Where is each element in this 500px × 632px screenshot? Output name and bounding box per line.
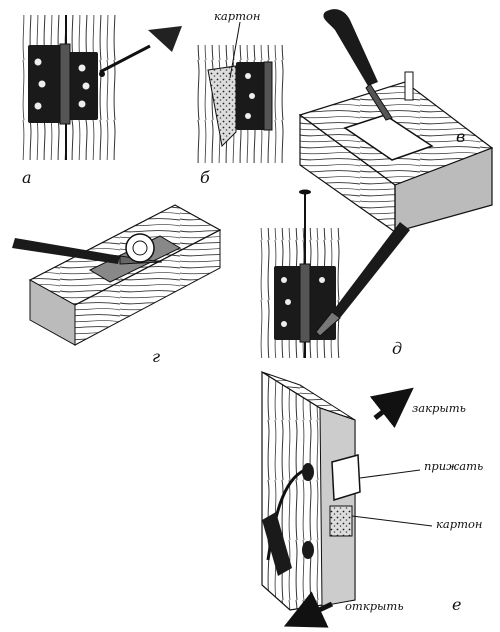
callout-leader-cardboard: [351, 515, 433, 527]
panel-e-hinge-plate: [331, 454, 361, 501]
panel-b-callout-cardboard: картон: [214, 9, 261, 23]
panel-v-letter: в: [456, 127, 465, 146]
panel-e-cardboard: [329, 505, 353, 537]
panel-e-callout-cardboard: картон: [436, 517, 483, 531]
panel-d: д: [258, 189, 410, 358]
nail-icon: [299, 189, 311, 264]
panel-e-callout-press: прижать: [424, 459, 483, 473]
panel-a-letter: а: [22, 168, 32, 187]
panel-g-letter: г: [152, 347, 160, 366]
close-arrow-icon: [369, 387, 414, 429]
panel-a-hinge: [28, 43, 98, 125]
panel-b-hinge: [236, 61, 273, 131]
panel-e-letter: е: [452, 595, 461, 614]
panel-e: закрыть прижать картон открыть е: [261, 370, 483, 628]
screwdriver-icon: [315, 222, 410, 337]
panel-e-callout-open: открыть: [345, 599, 404, 613]
panel-g: г: [12, 204, 222, 366]
panel-a: а: [18, 15, 182, 187]
panel-v-mortise: [343, 114, 434, 161]
panel-d-letter: д: [392, 339, 402, 358]
open-arrow-icon: [283, 591, 334, 628]
chisel-icon: [323, 9, 414, 121]
oil-can-icon: [99, 26, 182, 77]
panel-e-callout-close: закрыть: [412, 401, 466, 415]
wood-shaving-icon: [125, 233, 155, 263]
panel-b-letter: б: [200, 168, 210, 187]
panel-v: в: [298, 9, 494, 234]
callout-leader-b: [229, 21, 241, 79]
callout-leader-press: [359, 469, 421, 479]
panel-b: картон б: [196, 9, 286, 187]
door-handle-icon: [262, 463, 314, 576]
panel-b-cardboard: [207, 65, 237, 148]
